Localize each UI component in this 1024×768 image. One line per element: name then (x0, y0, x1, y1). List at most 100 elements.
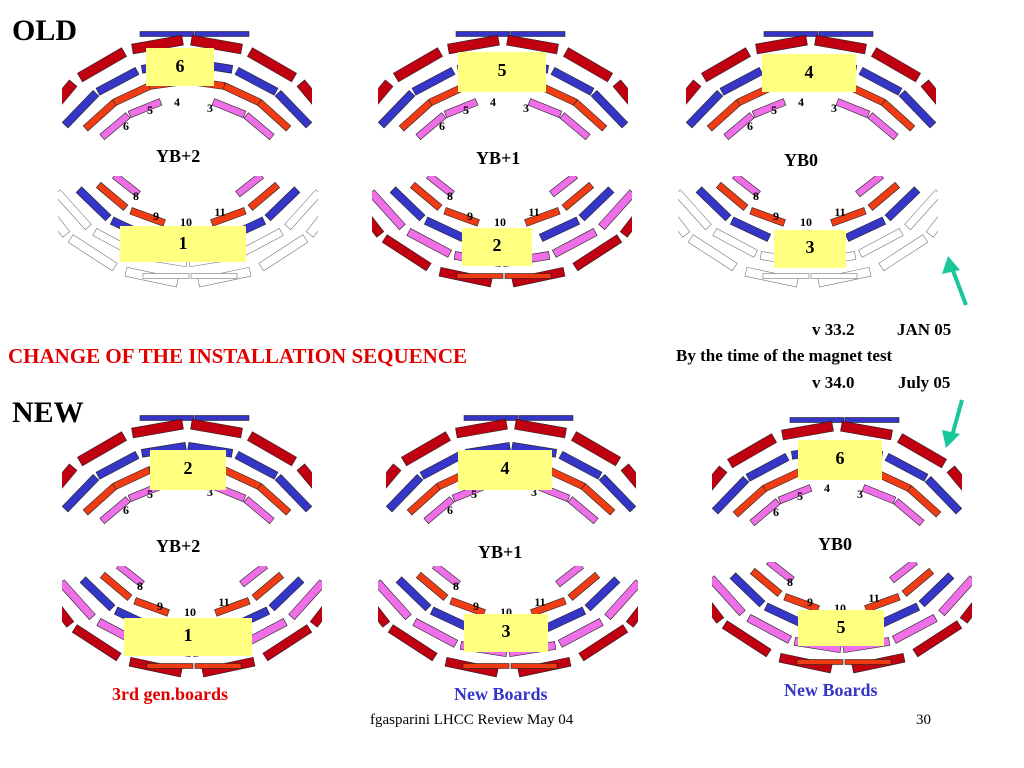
wheel-bar (510, 663, 558, 669)
wheel-sector-bar (251, 571, 285, 601)
sector-label: 9 (773, 209, 779, 223)
wheel-sector-bar (222, 466, 262, 490)
wheel-box-number: 5 (836, 617, 846, 637)
wheel-sector-bar (423, 216, 466, 242)
wheel-sector-bar (447, 34, 500, 55)
sector-label: 4 (490, 95, 496, 109)
wheel-sector-bar (99, 571, 133, 601)
wheel-sector-bar (127, 98, 163, 119)
sector-label: 10 (494, 215, 506, 229)
sector-label: 4 (174, 95, 180, 109)
wheel-sector-bar (891, 614, 938, 644)
wheel-sector-bar (443, 98, 479, 119)
version-note-line1-date: JAN 05 (897, 320, 952, 339)
wheel-sector-bar (878, 234, 929, 272)
wheel-sector-bar (840, 420, 893, 441)
wheel-label: YB+1 (476, 148, 521, 168)
wheel-sector-bar (262, 624, 313, 662)
wheel-sector-bar (732, 172, 761, 198)
wheel-sector-bar (580, 483, 616, 516)
wheel-sector-bar (377, 90, 416, 129)
wheel-sector-bar (584, 576, 621, 612)
wheel-sector-bar (855, 172, 884, 198)
wheel-sector-bar (571, 431, 621, 467)
wheel-sector-bar (401, 431, 451, 467)
wheel-sector-bar (409, 181, 443, 211)
wheel-sector-bar (274, 474, 313, 513)
sector-label: 11 (214, 205, 225, 219)
wheel-sector-bar (578, 624, 629, 662)
sector-label: 6 (439, 119, 445, 133)
wheel-sector-bar (749, 567, 783, 597)
sequence-title: CHANGE OF THE INSTALLATION SEQUENCE (8, 344, 467, 368)
wheel-box-number: 1 (178, 233, 188, 253)
sector-label: 3 (207, 485, 213, 499)
wheel-sector-bar (256, 483, 292, 516)
wheel-sector-bar (864, 593, 901, 613)
wheel-sector-bar (906, 485, 942, 518)
sector-label: 6 (123, 503, 129, 517)
sector-label: 8 (453, 579, 459, 593)
wheel-label: YB+2 (156, 536, 201, 556)
wheel-sector-bar (830, 207, 867, 227)
wheel-sector-bar (546, 466, 586, 490)
sector-label: 4 (798, 95, 804, 109)
sector-label: 9 (467, 209, 473, 223)
wheel-sector-bar (112, 466, 152, 490)
wheel-sector-bar (455, 418, 508, 439)
wheel-sector-bar (367, 189, 406, 231)
wheel-sector-bar (544, 606, 587, 632)
wheel-bar (194, 663, 242, 669)
wheel-sector-bar (133, 597, 170, 617)
wheel-sector-bar (729, 572, 766, 608)
wheel-sector-bar (673, 189, 712, 231)
wheel-sector-bar (578, 186, 615, 222)
wheel-sector-bar (264, 186, 301, 222)
wheel-sector-bar (387, 624, 438, 662)
sector-label: 3 (531, 485, 537, 499)
footer-author: fgasparini LHCC Review May 04 (370, 712, 574, 728)
wheel-box (458, 52, 546, 92)
sector-label: 5 (797, 489, 803, 503)
wheel-sector-bar (95, 450, 140, 480)
wheel-sector-bar (721, 620, 772, 658)
wheel-sector-bar (858, 66, 903, 96)
sector-label: 11 (534, 595, 545, 609)
wheel-label: YB+1 (478, 542, 523, 562)
wheel-sector-bar (235, 172, 264, 198)
wheel-sector-bar (389, 186, 426, 222)
wheel-box-number: 6 (175, 56, 185, 76)
wheel-sector-bar (99, 496, 131, 525)
wheel-sector-bar (590, 90, 629, 129)
wheel-sector-bar (781, 420, 834, 441)
wheel-sector-bar (53, 189, 92, 231)
wheel-sector-bar (99, 112, 131, 141)
wheel-sector-bar (514, 418, 567, 439)
wheel-box (798, 440, 882, 480)
wheel-sector-bar (243, 496, 275, 525)
wheel-sector-bar (449, 597, 486, 617)
wheel-sector-bar (835, 98, 871, 119)
wheel-box (120, 226, 246, 262)
sector-label: 10 (180, 215, 192, 229)
wheel-sector-bar (719, 66, 764, 96)
wheel-sector-bar (712, 228, 759, 258)
wheel-box-number: 4 (500, 458, 510, 478)
wheel-sector-bar (918, 572, 955, 608)
wheel-box-number: 2 (492, 235, 502, 255)
caption-new-boards: New Boards (784, 680, 878, 700)
wheel-sector-bar (901, 567, 935, 597)
wheel-sector-bar (685, 90, 724, 129)
wheel-box (774, 230, 846, 268)
wheel-label: YB+2 (156, 146, 201, 166)
footer-page-number: 30 (916, 712, 931, 728)
sector-label: 5 (147, 103, 153, 117)
wheel-sector-bar (443, 207, 480, 227)
